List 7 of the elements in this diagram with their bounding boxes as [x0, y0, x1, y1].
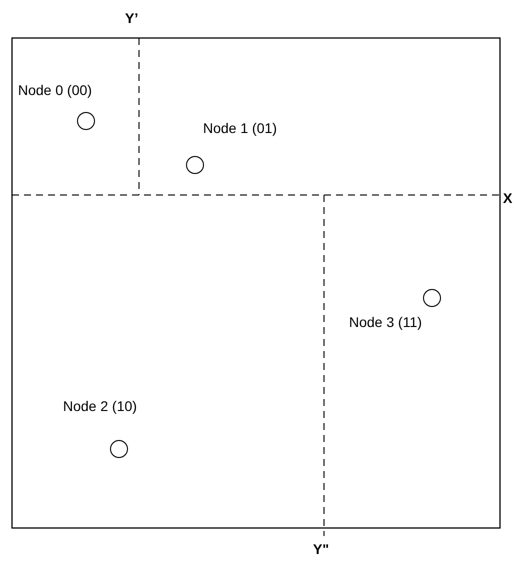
node-label: Node 3 (11)	[349, 314, 422, 330]
axis-label: X	[503, 190, 512, 206]
node-label: Node 0 (00)	[18, 82, 92, 98]
node-label: Node 1 (01)	[203, 120, 277, 136]
axis-label: Y"	[313, 541, 329, 557]
node-label: Node 2 (10)	[63, 398, 137, 414]
axis-label: Y’	[125, 10, 138, 26]
